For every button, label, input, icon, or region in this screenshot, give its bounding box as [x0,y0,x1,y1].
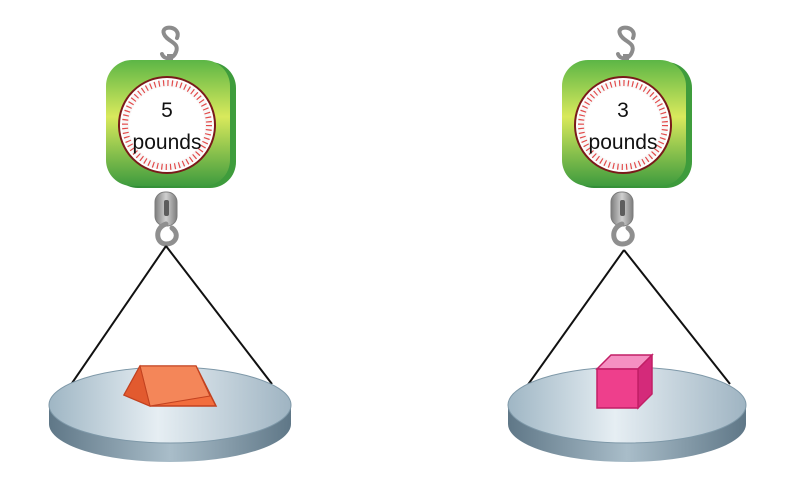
scale-right-string-left [526,249,625,387]
scale-right-reading-value: 3 [617,99,629,122]
scale-left-object-orange-prism [122,364,218,407]
scale-left-string-left [69,245,167,387]
scale-left-reading-unit: pounds [133,131,202,154]
scale-right: 3 pounds [507,28,747,462]
scale-left-string-right [165,245,273,385]
scale-right-string-right [623,249,731,385]
scale-right-object-pink-cube [595,353,654,410]
scale-left: 5 pounds [48,28,292,462]
scale-right-reading-unit: pounds [589,131,658,154]
scale-left-reading-value: 5 [161,99,173,122]
